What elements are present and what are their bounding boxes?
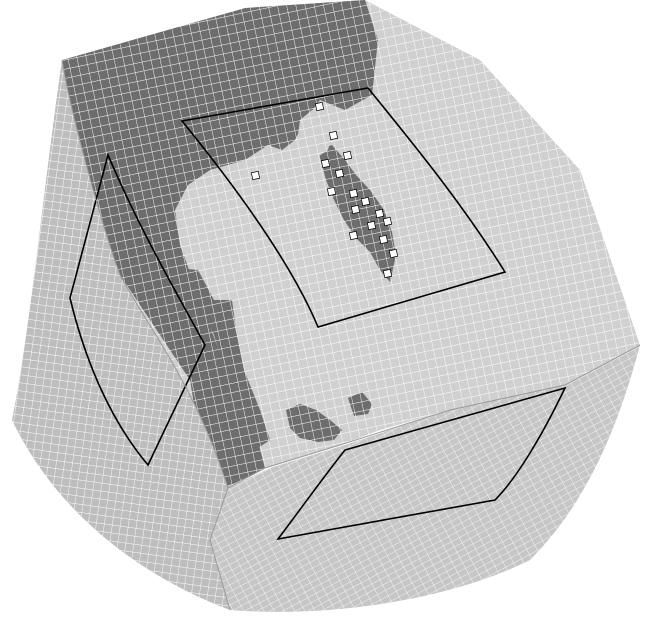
highlight-cell: [321, 159, 329, 167]
highlight-cell: [329, 131, 337, 139]
highlight-cell: [315, 102, 323, 110]
highlight-cell: [349, 231, 357, 239]
highlight-cell: [361, 197, 369, 205]
highlight-cell: [379, 235, 387, 243]
highlight-cell: [375, 209, 383, 217]
highlight-cell: [327, 187, 335, 195]
highlight-cell: [351, 205, 359, 213]
highlight-cell: [251, 171, 259, 179]
highlight-cell: [335, 169, 343, 177]
highlight-cell: [389, 249, 397, 257]
highlight-cell: [367, 221, 375, 229]
highlight-cell: [343, 151, 351, 159]
highlight-cell: [349, 189, 357, 197]
highlight-cell: [383, 269, 391, 277]
highlight-cell: [383, 217, 391, 225]
